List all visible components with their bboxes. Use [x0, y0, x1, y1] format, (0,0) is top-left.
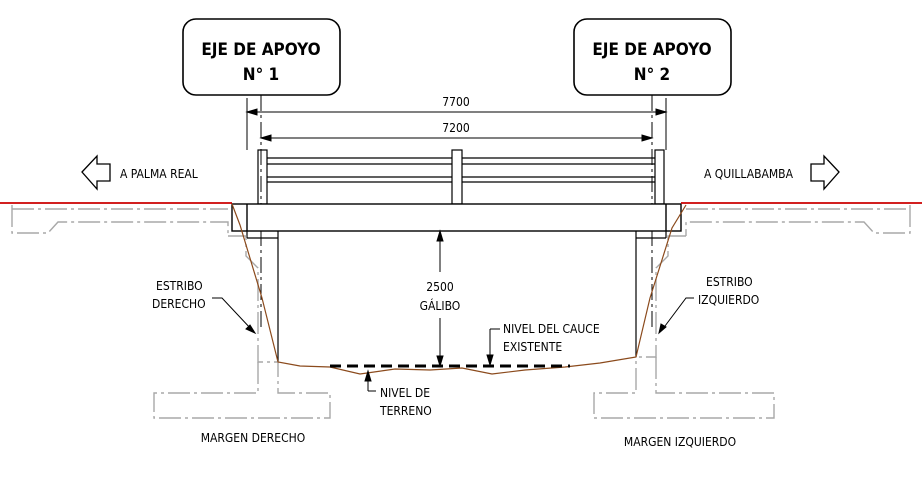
bridge-railing — [257, 149, 665, 205]
channel-level-label-line1: NIVEL DEL CAUCE — [503, 322, 600, 336]
bank-left-label: MARGEN IZQUIERDO — [624, 435, 736, 449]
dim-total-label: 7700 — [442, 95, 470, 109]
channel-level-leader — [486, 328, 500, 367]
support-axis-1-line1: EJE DE APOYO — [201, 40, 320, 60]
support-axis-tag-1: EJE DE APOYO N° 1 — [182, 18, 341, 96]
direction-arrow-right-icon — [810, 154, 840, 191]
support-axis-tag-2: EJE DE APOYO N° 2 — [573, 18, 732, 96]
clearance-label: GÁLIBO — [420, 298, 461, 313]
support-axis-2-line1: EJE DE APOYO — [592, 40, 711, 60]
abutment-stems — [246, 231, 667, 362]
direction-arrow-left-icon — [81, 154, 111, 191]
abutment-right-label-line2: DERECHO — [152, 297, 206, 311]
terrain-profile — [231, 203, 687, 375]
abutment-left-leader — [658, 297, 694, 335]
direction-left-label: A PALMA REAL — [120, 167, 198, 181]
ground-level-label-line1: NIVEL DE — [380, 386, 430, 400]
clearance-dimension — [436, 229, 444, 368]
clearance-value: 2500 — [426, 280, 454, 294]
bridge-deck — [231, 203, 682, 232]
hidden-foundations — [11, 205, 911, 419]
dimension-total — [245, 98, 668, 150]
channel-level-label-line2: EXISTENTE — [503, 340, 562, 354]
bank-right-label: MARGEN DERECHO — [201, 431, 306, 445]
ground-level-label-line2: TERRENO — [379, 404, 432, 418]
dimension-span — [259, 134, 654, 142]
ground-level-leader — [364, 369, 376, 392]
abutment-right-leader — [212, 297, 257, 335]
direction-right-label: A QUILLABAMBA — [704, 167, 794, 181]
abutment-right-label-line1: ESTRIBO — [156, 279, 203, 293]
abutment-left-label-line2: IZQUIERDO — [698, 293, 759, 307]
abutment-left-label-line1: ESTRIBO — [706, 275, 753, 289]
support-axis-2-line2: N° 2 — [634, 65, 670, 85]
dim-span-label: 7200 — [442, 121, 470, 135]
support-axis-1-line2: N° 1 — [243, 65, 279, 85]
